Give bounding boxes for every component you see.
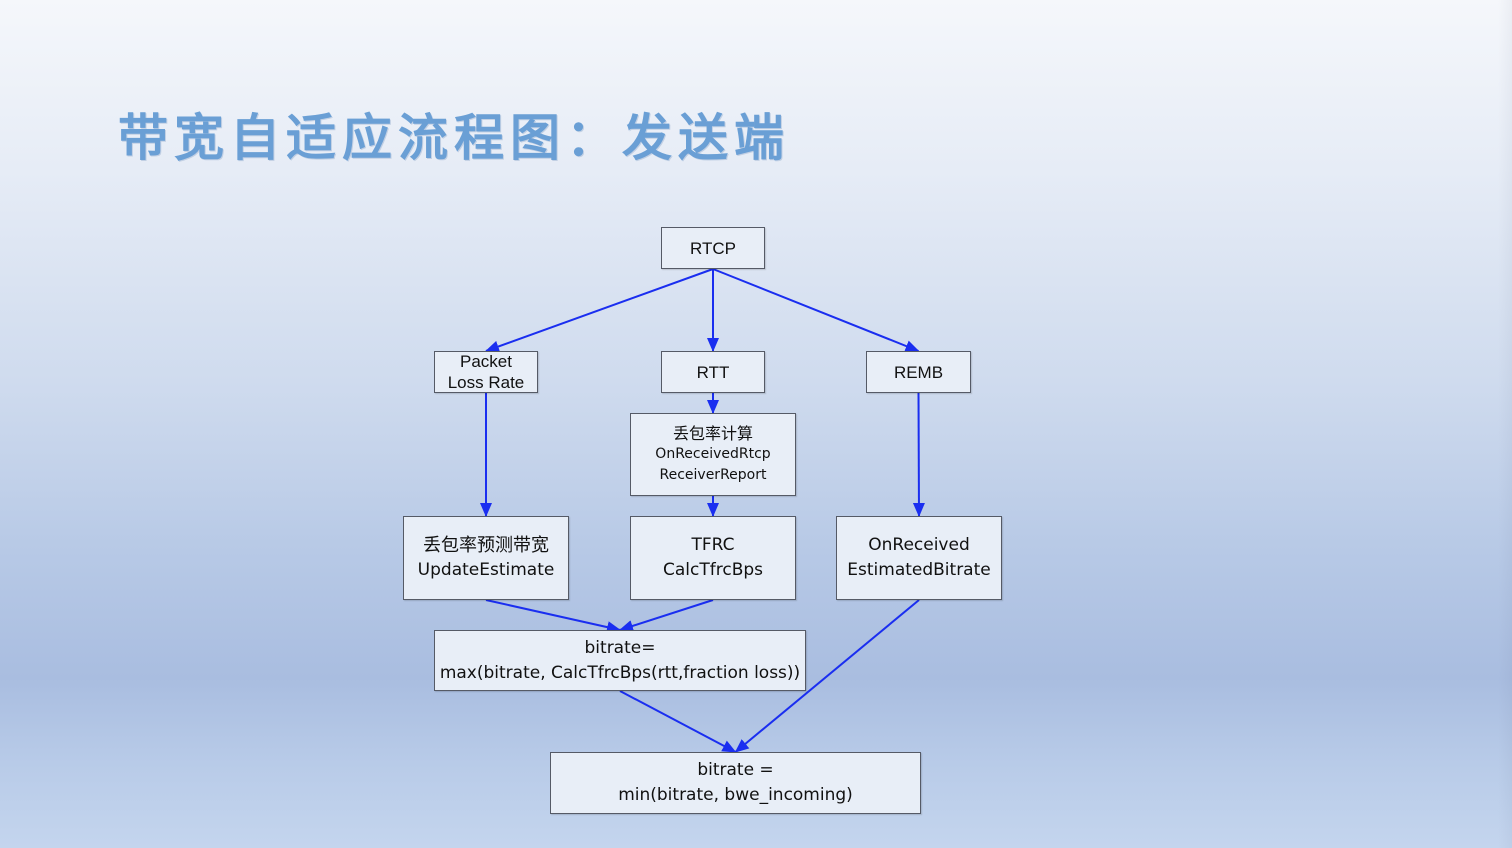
node-label-line-1: Packet [460, 352, 512, 371]
edge-remb-to-on_received_estimated [912, 392, 925, 517]
node-bitrate-max[interactable]: bitrate= max(bitrate, CalcTfrcBps(rtt,fr… [434, 630, 806, 691]
edge-bitrate_max-to-bitrate_min [619, 690, 737, 753]
node-label: REMB [893, 362, 944, 382]
edge-rtcp-to-packet_loss_rate [485, 268, 714, 353]
node-rtt[interactable]: RTT [661, 351, 765, 393]
node-label-line-1: 丢包率预测带宽 [423, 535, 549, 556]
node-update-estimate[interactable]: 丢包率预测带宽 UpdateEstimate [403, 516, 569, 600]
node-label: RTCP [690, 238, 736, 258]
edge-update_estimate-to-bitrate_max [485, 599, 621, 634]
node-label-line-1: TFRC [691, 535, 735, 555]
node-label: RTT [696, 362, 730, 382]
node-label-line-3: ReceiverReport [659, 467, 767, 483]
node-on-received-estimated-bitrate[interactable]: OnReceived EstimatedBitrate [836, 516, 1002, 600]
slide-edge-shade [1498, 0, 1512, 848]
node-label-line-2: min(bitrate, bwe_incoming) [618, 785, 853, 805]
node-label-line-1: bitrate = [697, 760, 774, 780]
node-label-line-2: CalcTfrcBps [663, 560, 763, 580]
node-bitrate-min[interactable]: bitrate = min(bitrate, bwe_incoming) [550, 752, 921, 814]
node-packet-loss-rate[interactable]: Packet Loss Rate [434, 351, 538, 393]
node-label-line-2: Loss Rate [447, 373, 525, 392]
node-loss-calc[interactable]: 丢包率计算 OnReceivedRtcp ReceiverReport [630, 413, 796, 496]
node-label-line-1: OnReceived [868, 535, 970, 555]
node-label-line-2: max(bitrate, CalcTfrcBps(rtt,fraction lo… [439, 662, 801, 683]
edge-tfrc-to-bitrate_max [619, 599, 714, 632]
node-tfrc[interactable]: TFRC CalcTfrcBps [630, 516, 796, 600]
node-label-line-2: OnReceivedRtcp [655, 446, 771, 462]
edge-rtcp-to-remb [712, 268, 920, 352]
edge-on_received_estimated-to-bitrate_min [734, 599, 920, 753]
node-label-line-2: UpdateEstimate [417, 560, 555, 580]
node-label-line-1: 丢包率计算 [672, 424, 753, 443]
node-rtcp[interactable]: RTCP [661, 227, 765, 269]
node-label-line-1: bitrate= [584, 637, 656, 658]
slide-title: 带宽自适应流程图：发送端 [118, 109, 790, 167]
node-label-line-2: EstimatedBitrate [847, 560, 991, 580]
node-remb[interactable]: REMB [866, 351, 971, 393]
